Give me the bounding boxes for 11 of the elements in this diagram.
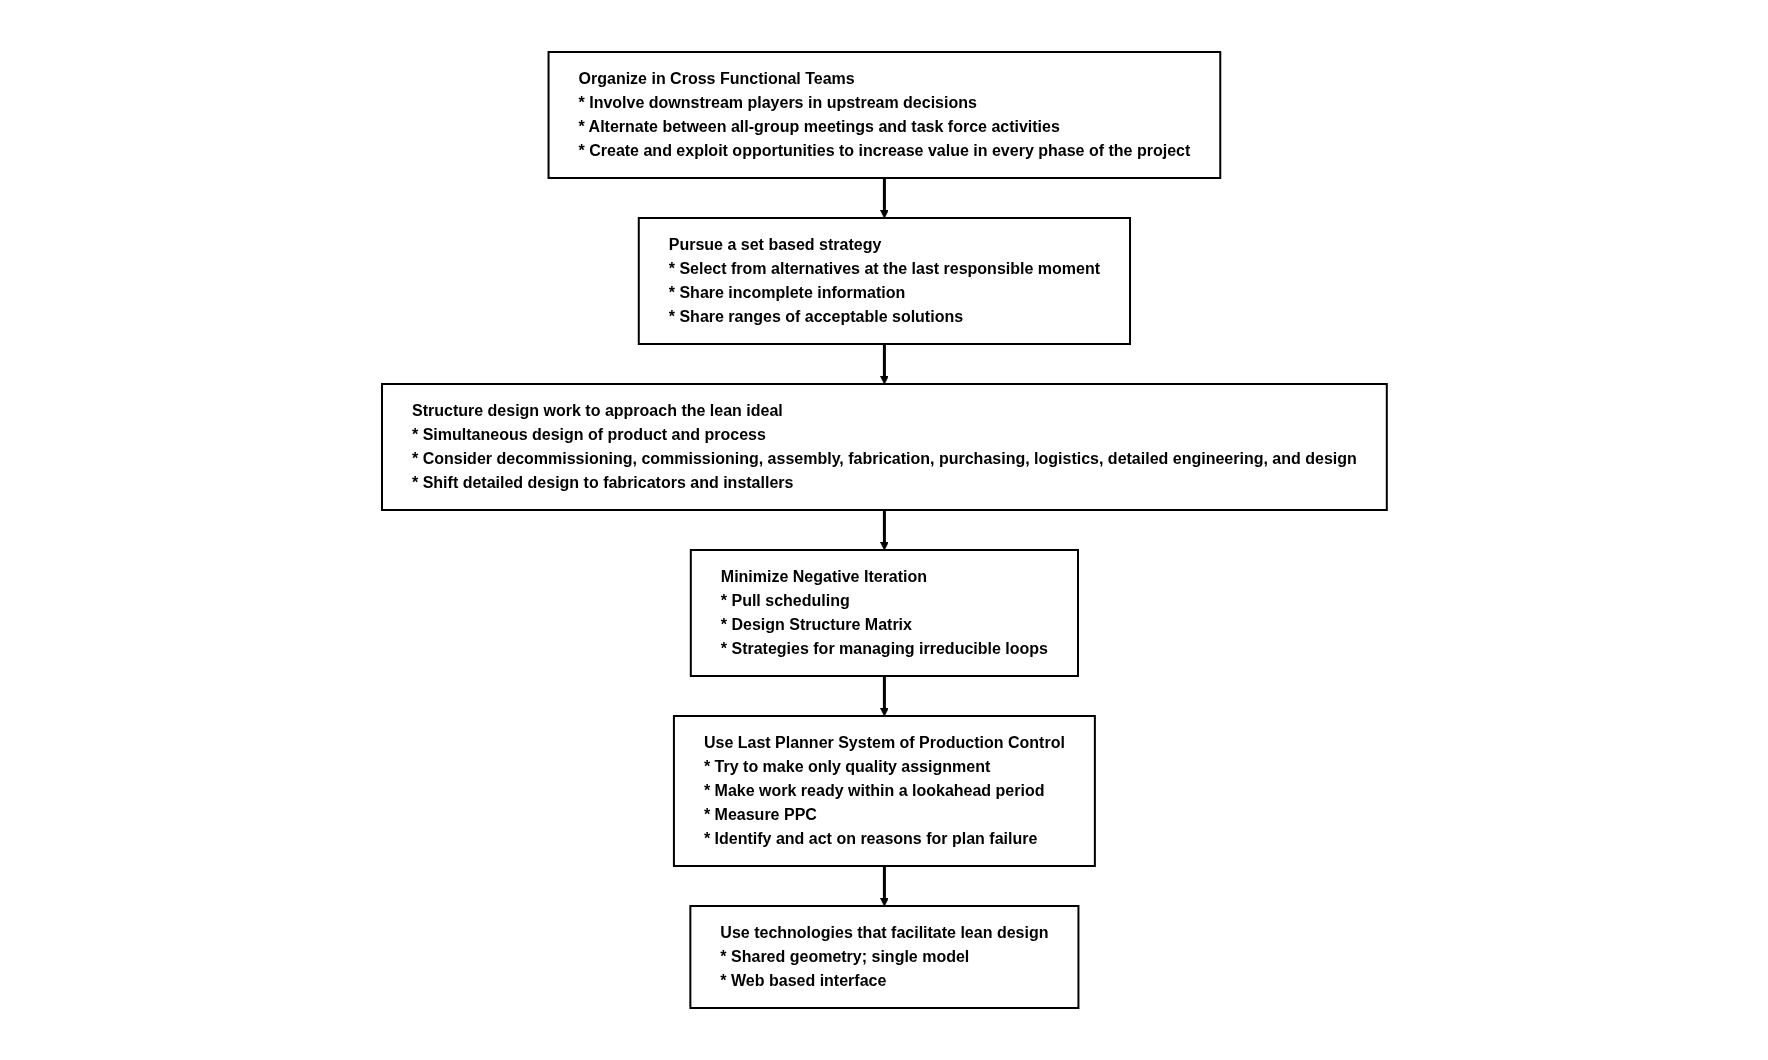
arrow: [879, 676, 889, 717]
node-box: Minimize Negative Iteration * Pull scheduling * Design Structure Matrix * Strategies for managing irreducible loops: [689, 549, 1079, 677]
arrow: [879, 866, 889, 907]
arrow: [879, 178, 889, 219]
node-box: Use Last Planner System of Production Control * Try to make only quality assignment * Make work ready within a lookahead period * Measure PPC * Identify and act on reasons for plan failure: [672, 715, 1096, 867]
node-box: Organize in Cross Functional Teams * Involve downstream players in upstream decisions * Alternate between all-group meetings and task force activities * Create and exploit opportunities to increase value in every phase of the project: [547, 51, 1221, 179]
node-box: Pursue a set based strategy * Select from alternatives at the last responsible moment * Share incomplete information * Share ranges of acceptable solutions: [637, 217, 1131, 345]
arrow: [879, 344, 889, 385]
node-box: Structure design work to approach the lean ideal * Simultaneous design of product and process * Consider decommissioning, commissioning, assembly, fabrication, purchasing, logistics, detailed engineering, and design * Shift detailed design to fabricators and installers: [380, 383, 1388, 511]
arrow: [879, 510, 889, 551]
node-box: Use technologies that facilitate lean design * Shared geometry; single model * Web based interface: [688, 905, 1080, 1009]
